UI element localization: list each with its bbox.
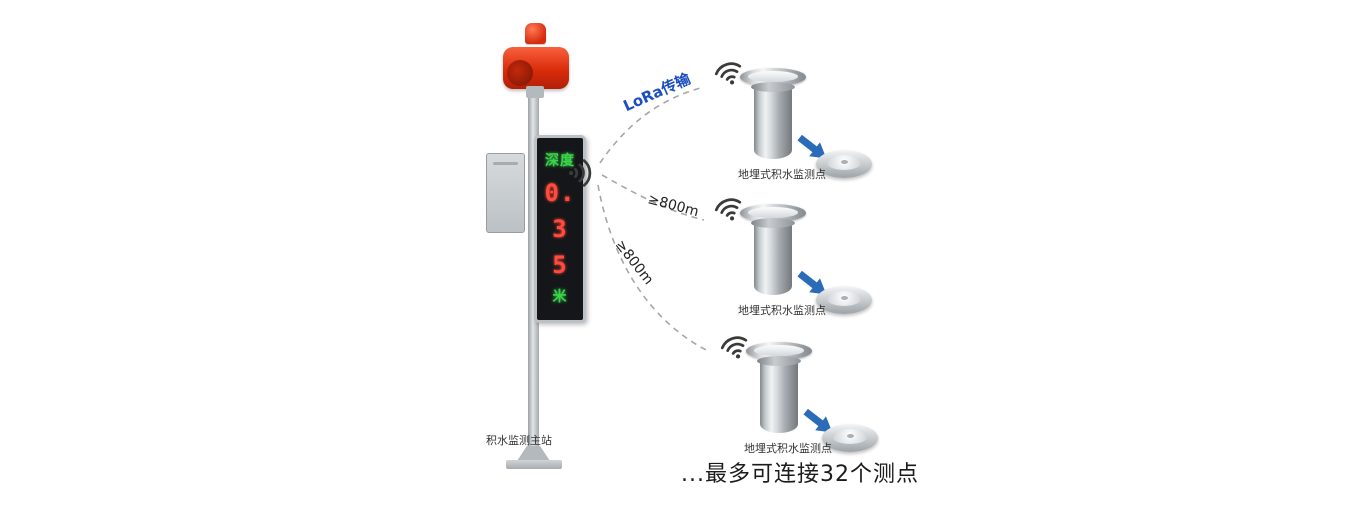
buried-sensor-collar: [757, 356, 801, 366]
station-pole: [528, 92, 539, 454]
main-station: 深度 0. 3 5 米 积水监测主站: [470, 18, 640, 498]
buried-sensor-collar: [751, 218, 795, 228]
monitoring-point-label: 地埋式积水监测点: [738, 304, 826, 317]
buried-sensor-flange-top: [748, 207, 798, 218]
disc-sensor-center: [841, 296, 848, 300]
pole-base-plate: [506, 460, 562, 469]
buried-sensor-collar: [751, 82, 795, 92]
pole-base-neck: [517, 446, 550, 461]
wifi-icon: [711, 192, 748, 226]
alarm-beacon-icon: [525, 23, 546, 44]
monitoring-point-label: 地埋式积水监测点: [744, 442, 832, 455]
buried-sensor-body: [760, 359, 798, 433]
wifi-icon: [711, 56, 748, 90]
led-line: 深度: [545, 153, 575, 170]
link-curve-2: [601, 174, 705, 221]
buried-sensor-body: [754, 85, 792, 159]
led-line: 米: [552, 288, 568, 305]
disc-sensor-center: [847, 434, 854, 438]
link-curve-1: [599, 86, 705, 164]
wifi-icon: [568, 158, 594, 188]
control-box: [486, 153, 525, 233]
monitoring-point-2: 地埋式积水监测点: [700, 188, 910, 333]
alarm-mount: [526, 86, 544, 98]
footer-note: ...最多可连接32个测点: [681, 462, 919, 487]
buried-sensor-flange-top: [748, 71, 798, 82]
disc-sensor-center: [841, 160, 848, 164]
led-line: 5: [552, 251, 568, 280]
alarm-siren-mouth: [507, 60, 533, 86]
wifi-icon: [717, 330, 754, 364]
monitoring-point-label: 地埋式积水监测点: [738, 168, 826, 181]
led-line: 3: [552, 214, 568, 243]
led-line: 0.: [544, 178, 576, 207]
monitoring-point-3: 地埋式积水监测点: [706, 326, 916, 471]
monitoring-point-1: 地埋式积水监测点: [700, 52, 910, 197]
buried-sensor-body: [754, 221, 792, 295]
main-station-label: 积水监测主站: [486, 434, 552, 447]
buried-sensor-flange-top: [754, 345, 804, 356]
led-display: 深度 0. 3 5 米: [534, 135, 586, 323]
